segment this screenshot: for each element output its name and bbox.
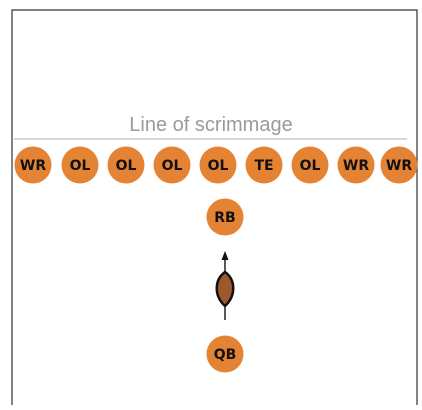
player-label: OL (116, 158, 137, 174)
player-circle (291, 146, 329, 184)
player-ol: OL (153, 146, 191, 184)
player-label: OL (162, 158, 183, 174)
player-label: OL (300, 158, 321, 174)
field-frame (11, 9, 418, 405)
player-label: TE (254, 158, 273, 174)
player-ol: OL (107, 146, 145, 184)
player-wr: WR (337, 146, 375, 184)
player-circle (337, 146, 375, 184)
player-label: QB (214, 347, 237, 363)
player-circle (153, 146, 191, 184)
player-ol: OL (61, 146, 99, 184)
player-circle (380, 146, 418, 184)
player-label: WR (386, 158, 412, 174)
player-ol: OL (291, 146, 329, 184)
player-label: WR (20, 158, 46, 174)
player-circle (206, 335, 244, 373)
player-circle (61, 146, 99, 184)
player-wr: WR (380, 146, 418, 184)
players-layer: WR OL OL OL OL TE OL WR WR RB QB (14, 146, 418, 373)
player-rb: RB (206, 198, 244, 236)
player-ol: OL (199, 146, 237, 184)
arrow-up-icon (221, 251, 229, 260)
football-icon (215, 270, 235, 308)
player-label: RB (214, 210, 235, 226)
player-wr: WR (14, 146, 52, 184)
player-label: WR (343, 158, 369, 174)
player-circle (107, 146, 145, 184)
player-circle (206, 198, 244, 236)
player-label: OL (70, 158, 91, 174)
line-of-scrimmage-label: Line of scrimmage (129, 114, 292, 136)
player-qb: QB (206, 335, 244, 373)
player-circle (14, 146, 52, 184)
player-circle (199, 146, 237, 184)
player-te: TE (245, 146, 283, 184)
player-circle (245, 146, 283, 184)
player-label: OL (208, 158, 229, 174)
